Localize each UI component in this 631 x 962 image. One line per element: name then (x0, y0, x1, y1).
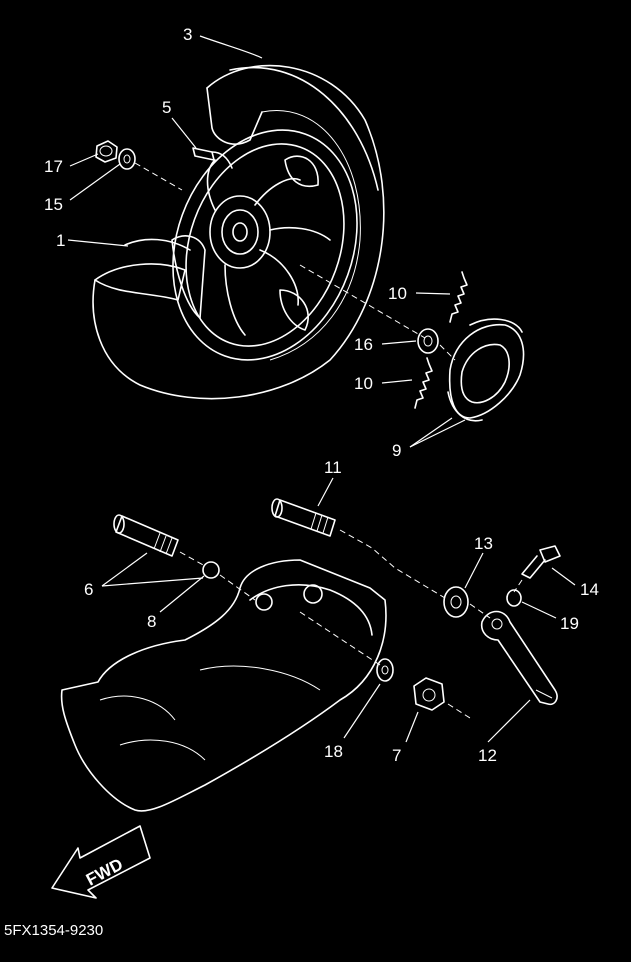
callout-19: 19 (560, 614, 579, 633)
callout-16: 16 (354, 335, 373, 354)
callout-1: 1 (56, 231, 65, 250)
callout-10-lower: 10 (354, 374, 373, 393)
brake-shoe-set (447, 318, 525, 422)
callout-5: 5 (162, 98, 171, 117)
valve (192, 147, 233, 169)
washer-16 (417, 328, 439, 354)
callout-13: 13 (474, 534, 493, 553)
pivot-bolt-6 (113, 514, 179, 557)
callout-10-upper: 10 (388, 284, 407, 303)
callout-17: 17 (44, 157, 63, 176)
brake-arm-12 (480, 610, 558, 706)
fwd-direction-arrow: FWD (51, 825, 151, 899)
washer-15 (118, 148, 136, 170)
callout-11: 11 (324, 458, 342, 477)
tire (92, 64, 385, 400)
callout-9: 9 (392, 441, 401, 460)
callout-6: 6 (84, 580, 93, 599)
callout-7: 7 (392, 746, 401, 765)
brake-spring-upper (449, 271, 468, 323)
wheel-rim (171, 129, 358, 361)
fwd-label: FWD (83, 855, 126, 890)
callout-12: 12 (478, 746, 497, 765)
transmission-case (60, 559, 387, 812)
callout-14: 14 (580, 580, 599, 599)
diagram-code: 5FX1354-9230 (4, 922, 103, 939)
callout-18: 18 (324, 742, 343, 761)
collar-13 (443, 586, 469, 618)
callout-3: 3 (183, 25, 192, 44)
assembly-lines (134, 162, 523, 719)
pivot-bolt-11 (271, 498, 336, 537)
bolt-14 (521, 545, 561, 579)
callout-15: 15 (44, 195, 63, 214)
o-ring-8 (202, 561, 220, 579)
axle-nut-17 (95, 140, 118, 163)
callout-labels: 3 5 17 15 1 10 16 10 9 11 13 14 6 19 8 1… (44, 25, 599, 765)
washer-18 (376, 658, 394, 682)
nut-7 (413, 677, 445, 711)
brake-spring-lower (414, 357, 433, 409)
washer-19 (506, 589, 522, 607)
callout-8: 8 (147, 612, 156, 631)
leader-lines (67, 35, 576, 743)
